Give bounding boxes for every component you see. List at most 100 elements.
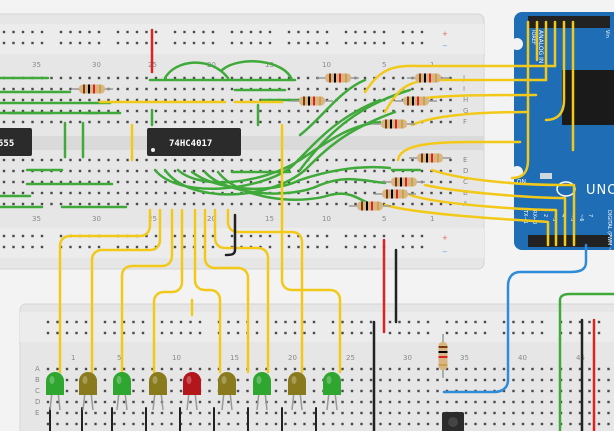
hole[interactable] — [202, 76, 205, 80]
hole[interactable] — [426, 331, 430, 335]
hole[interactable] — [141, 389, 145, 393]
hole[interactable] — [65, 378, 69, 382]
hole[interactable] — [40, 180, 44, 184]
hole[interactable] — [316, 191, 319, 195]
hole[interactable] — [12, 120, 15, 124]
hole[interactable] — [363, 245, 367, 249]
resistor[interactable] — [374, 189, 416, 199]
hole[interactable] — [363, 41, 367, 45]
hole[interactable] — [208, 367, 211, 371]
hole[interactable] — [59, 158, 63, 162]
hole[interactable] — [173, 30, 177, 34]
hole[interactable] — [306, 41, 310, 45]
hole[interactable] — [126, 180, 129, 184]
hole[interactable] — [88, 120, 91, 124]
led-green[interactable] — [113, 372, 131, 411]
hole[interactable] — [278, 109, 281, 113]
hole[interactable] — [344, 109, 348, 113]
hole[interactable] — [284, 400, 287, 404]
hole[interactable] — [202, 245, 205, 249]
hole[interactable] — [170, 422, 173, 426]
yellow-wire[interactable] — [383, 203, 550, 247]
hole[interactable] — [249, 202, 253, 206]
hole[interactable] — [449, 180, 452, 184]
hole[interactable] — [69, 109, 72, 113]
hole[interactable] — [107, 169, 110, 173]
hole[interactable] — [208, 422, 211, 426]
green-wire[interactable] — [558, 292, 614, 431]
hole[interactable] — [287, 41, 291, 45]
hole[interactable] — [21, 30, 25, 34]
hole[interactable] — [401, 245, 405, 249]
hole[interactable] — [40, 109, 44, 113]
hole[interactable] — [407, 378, 411, 382]
hole[interactable] — [274, 422, 278, 426]
hole[interactable] — [512, 400, 515, 404]
hole[interactable] — [116, 41, 120, 45]
hole[interactable] — [126, 98, 129, 102]
hole[interactable] — [97, 120, 101, 124]
hole[interactable] — [360, 389, 363, 393]
hole[interactable] — [297, 191, 300, 195]
hole[interactable] — [597, 320, 601, 324]
hole[interactable] — [198, 320, 202, 324]
hole[interactable] — [208, 378, 211, 382]
hole[interactable] — [436, 422, 439, 426]
hole[interactable] — [94, 400, 97, 404]
hole[interactable] — [145, 169, 148, 173]
hole[interactable] — [246, 378, 249, 382]
hole[interactable] — [354, 120, 357, 124]
hole[interactable] — [21, 109, 25, 113]
hole[interactable] — [151, 411, 154, 415]
hole[interactable] — [379, 400, 382, 404]
hole[interactable] — [217, 400, 221, 404]
blue-wire[interactable] — [442, 243, 588, 394]
led-olive[interactable] — [149, 372, 167, 411]
hole[interactable] — [363, 87, 367, 91]
hole[interactable] — [69, 180, 72, 184]
hole[interactable] — [65, 389, 69, 393]
hole[interactable] — [46, 400, 50, 404]
hole[interactable] — [230, 98, 234, 102]
hole[interactable] — [493, 422, 496, 426]
hole[interactable] — [116, 158, 120, 162]
hole[interactable] — [521, 367, 525, 371]
hole[interactable] — [154, 180, 158, 184]
hole[interactable] — [420, 41, 424, 45]
hole[interactable] — [531, 400, 534, 404]
hole[interactable] — [2, 30, 6, 34]
hole[interactable] — [430, 191, 433, 195]
hole[interactable] — [183, 30, 186, 34]
hole[interactable] — [132, 400, 135, 404]
hole[interactable] — [31, 87, 34, 91]
hole[interactable] — [436, 378, 439, 382]
hole[interactable] — [540, 378, 544, 382]
hole[interactable] — [344, 234, 348, 238]
hole[interactable] — [512, 320, 515, 324]
hole[interactable] — [78, 191, 82, 195]
hole[interactable] — [512, 331, 515, 335]
hole[interactable] — [227, 411, 230, 415]
hole[interactable] — [113, 411, 116, 415]
led-olive[interactable] — [288, 372, 306, 411]
hole[interactable] — [284, 411, 287, 415]
hole[interactable] — [173, 98, 177, 102]
hole[interactable] — [69, 191, 72, 195]
hole[interactable] — [474, 400, 477, 404]
hole[interactable] — [116, 98, 120, 102]
hole[interactable] — [59, 41, 63, 45]
hole[interactable] — [382, 87, 386, 91]
hole[interactable] — [398, 378, 401, 382]
hole[interactable] — [455, 378, 458, 382]
hole[interactable] — [379, 411, 382, 415]
hole[interactable] — [221, 158, 224, 162]
hole[interactable] — [436, 400, 439, 404]
hole[interactable] — [164, 191, 167, 195]
hole[interactable] — [350, 422, 354, 426]
hole[interactable] — [202, 169, 205, 173]
hole[interactable] — [531, 331, 534, 335]
hole[interactable] — [78, 120, 82, 124]
resistors[interactable] — [71, 73, 451, 379]
hole[interactable] — [192, 76, 196, 80]
hole[interactable] — [420, 202, 424, 206]
